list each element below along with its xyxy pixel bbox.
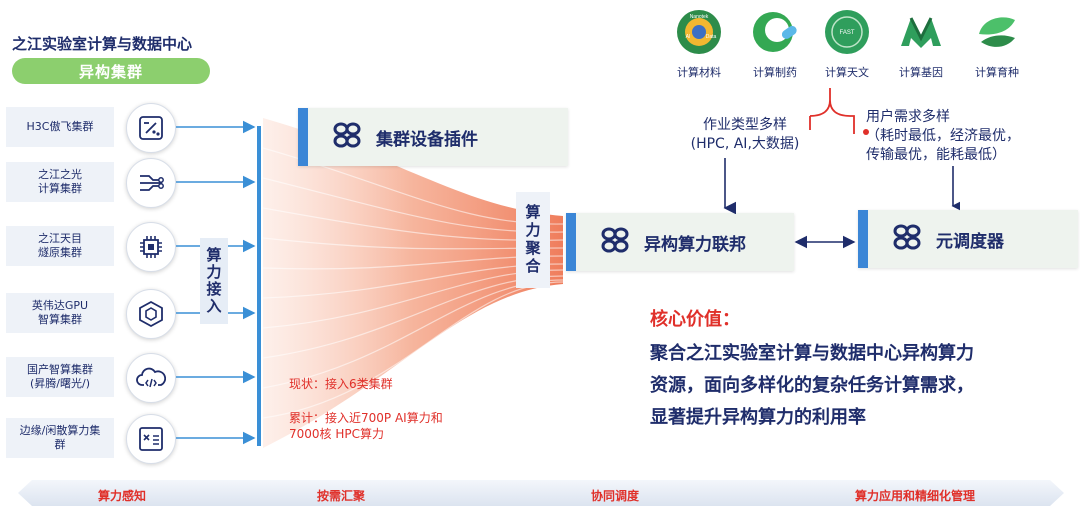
heterogeneous-federation-card: 异构算力联邦 [566,213,794,271]
card-accent-bar [298,108,308,166]
cluster-device-plugin-card: 集群设备插件 [298,108,568,166]
gene-logo [901,17,941,48]
network-circuit-icon [126,158,176,208]
app-label: 计算材料 [677,66,721,79]
phase-label: 算力感知 [98,489,147,503]
percent-calculator-icon [126,103,176,153]
calculator-icon [126,414,176,464]
clover-icon [332,122,362,152]
svg-text:Nanotek: Nanotek [690,14,709,20]
phase-label: 按需汇聚 [317,489,366,503]
hexagon-chip-icon [126,289,176,339]
job-types-text: 作业类型多样 (HPC, AI,大数据) [670,116,820,154]
card-label: 元调度器 [936,231,1004,252]
astronomy-logo: FAST [825,10,869,54]
requirement-arrows [723,158,960,214]
job-types-line: 作业类型多样 [703,117,787,133]
cluster-label: 之江天目 燧原集群 [6,226,114,266]
card-label: 异构算力联邦 [644,234,746,255]
job-types-line: (HPC, AI,大数据) [690,136,800,152]
cumulative-line: 累计：接入近700P AI算力和 [289,411,443,425]
core-value-line: 资源，面向多样化的复杂任务计算需求， [650,375,974,396]
cluster-label: 之江之光 计算集群 [6,162,114,202]
app-item: FAST 计算天文 [812,8,882,80]
compute-aggregation-label: 算力聚合 [516,192,550,288]
meta-scheduler-card: 元调度器 [858,210,1078,268]
cluster-label: H3C傲飞集群 [6,107,114,147]
svg-text:Data: Data [706,34,717,40]
cumulative-line: 7000核 HPC算力 [289,427,384,441]
app-item: 计算制药 [740,8,810,80]
card-accent-bar [566,213,576,271]
app-item: 计算育种 [962,8,1032,80]
access-bus-line [257,126,261,446]
cluster-label: 英伟达GPU 智算集群 [6,293,114,333]
current-status-text: 现状：接入6类集群 [289,377,393,391]
app-label: 计算天文 [825,66,869,79]
app-item: Nanotek AI Data 计算材料 [664,8,734,80]
core-value-title: 核心价值： [650,309,740,330]
phase-timeline-bar [18,480,1064,506]
cloud-code-icon [126,353,176,403]
user-needs-text: 用户需求多样 （耗时最低，经济最优， 传输最优，能耗最低） [866,108,1056,165]
cluster-label: 国产智算集群 (昇腾/曙光/) [6,357,114,397]
core-value-line: 显著提升异构算力的利用率 [650,407,866,428]
card-accent-bar [858,210,868,268]
user-needs-line: （耗时最低，经济最优， [866,128,1020,144]
app-label: 计算育种 [975,66,1019,79]
cumulative-status-text: 累计：接入近700P AI算力和 7000核 HPC算力 [289,410,443,442]
core-value-line: 聚合之江实验室计算与数据中心异构算力 [650,343,974,364]
svg-text:FAST: FAST [839,30,854,36]
chip-icon [126,222,176,272]
svg-text:AI: AI [686,34,691,40]
cluster-label: 边缘/闲散算力集 群 [6,418,114,458]
breeding-logo [979,17,1015,47]
pharma-logo [753,12,797,52]
card-label: 集群设备插件 [376,129,478,150]
page-title: 之江实验室计算与数据中心 [12,35,193,53]
app-label: 计算制药 [753,66,797,79]
requirements-bracket [809,88,869,135]
bidirectional-arrow [794,235,856,249]
heterogeneous-cluster-badge: 异构集群 [12,58,210,84]
clover-icon [600,227,630,257]
user-needs-line: 传输最优，能耗最低） [866,147,1006,163]
phase-label: 协同调度 [591,489,640,503]
clover-icon [892,224,922,254]
phase-label: 算力应用和精细化管理 [855,489,976,503]
materials-logo: Nanotek AI Data [677,10,721,54]
app-item: 计算基因 [886,8,956,80]
compute-access-label: 算力接入 [200,238,228,324]
core-value-body: 聚合之江实验室计算与数据中心异构算力 资源，面向多样化的复杂任务计算需求， 显著… [650,338,974,434]
user-needs-line: 用户需求多样 [866,109,950,125]
app-label: 计算基因 [899,66,943,79]
